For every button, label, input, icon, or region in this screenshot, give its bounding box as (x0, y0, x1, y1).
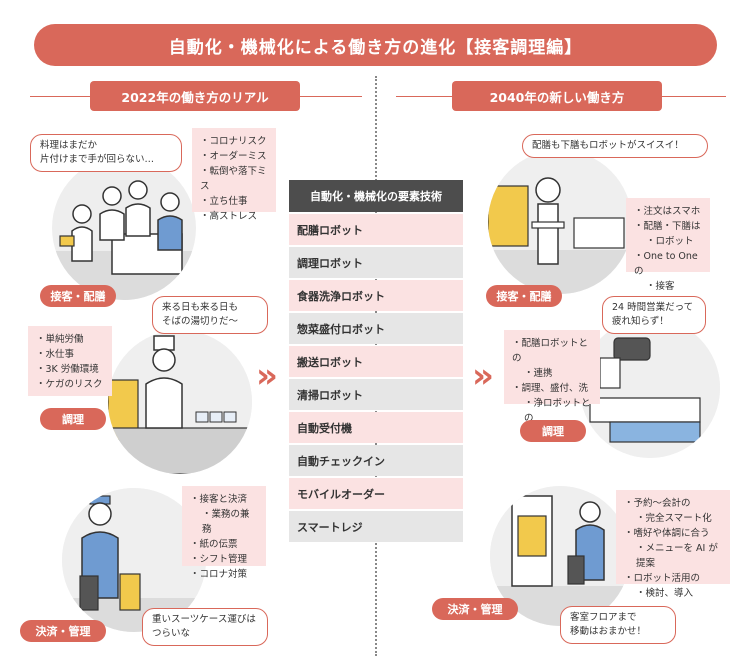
tech-list-header: 自動化・機械化の要素技術 (289, 180, 463, 212)
left-cooking-illustration (108, 330, 252, 474)
left-cooking-bubble: 来る日も来る日も そばの湯切りだ〜 (152, 296, 268, 334)
note-item: コロナリスク (200, 134, 268, 149)
note-item: メニューを AI が提案 (624, 541, 722, 571)
left-service-notes: コロナリスク オーダーミス 転倒や落下ミス 立ち仕事 高ストレス (192, 128, 276, 222)
note-item: 予約〜会計の (624, 496, 722, 511)
bubble-line: そばの湯切りだ〜 (162, 316, 239, 327)
note-item: 業務の兼務 (190, 507, 258, 537)
right-cooking-notes: 配膳ロボットとの 連携 調理、盛付、洗 浄ロボットとの 協働 (504, 330, 600, 439)
right-service-illustration (488, 150, 632, 294)
note-item: 3K 労働環境 (36, 362, 104, 377)
bubble-line: 料理はまだか (40, 140, 98, 151)
chevron-right-icon: » (256, 356, 278, 396)
left-payment-bubble: 重いスーツケース運びは つらいな (142, 608, 268, 646)
bubble-line: 重いスーツケース運びは (152, 614, 256, 625)
tech-item: 自動チェックイン (289, 445, 463, 476)
serving-robot-icon (488, 150, 632, 294)
right-payment-bubble: 客室フロアまで 移動はおまかせ！ (560, 606, 676, 644)
right-service-notes: 注文はスマホ 配膳・下膳は ロボット One to One の 接客 (626, 198, 710, 292)
note-item: ロボット活用の (624, 571, 722, 586)
right-cooking-label: 調理 (520, 420, 586, 442)
left-service-illustration (52, 156, 196, 300)
bubble-line: 24 時間営業だって (612, 302, 694, 313)
busy-staff-icon (52, 180, 196, 300)
tech-item: 食器洗浄ロボット (289, 280, 463, 311)
right-payment-label: 決済・管理 (432, 598, 518, 620)
note-item: 調理、盛付、洗 (512, 381, 592, 396)
right-service-bubble: 配膳も下膳もロボットがスイスイ！ (522, 134, 708, 158)
bubble-line: 疲れ知らず！ (612, 316, 669, 327)
tech-item: 惣菜盛付ロボット (289, 313, 463, 344)
tech-item: スマートレジ (289, 511, 463, 542)
note-item: 嗜好や体調に合う (624, 526, 722, 541)
tech-item: 調理ロボット (289, 247, 463, 278)
tech-item-label: モバイルオーダー (297, 487, 385, 501)
note-item: 接客と決済 (190, 492, 258, 507)
dish-robot-icon (580, 318, 720, 458)
note-item: 検討、導入 (624, 586, 722, 601)
note-item: ロボット (634, 234, 702, 249)
note-item: 水仕事 (36, 347, 104, 362)
note-item: 転倒や落下ミス (200, 164, 268, 194)
note-item: 配膳ロボットとの (512, 336, 592, 366)
tech-item-label: 自動チェックイン (297, 454, 385, 468)
tech-list: 自動化・機械化の要素技術 配膳ロボット 調理ロボット 食器洗浄ロボット 惣菜盛付… (289, 180, 463, 542)
tech-item-label: 惣菜盛付ロボット (297, 322, 385, 336)
tech-item: モバイルオーダー (289, 478, 463, 509)
note-item: 単純労働 (36, 332, 104, 347)
right-cooking-illustration (580, 318, 720, 458)
note-item: 連携 (512, 366, 592, 381)
right-cooking-bubble: 24 時間営業だって 疲れ知らず！ (602, 296, 706, 334)
note-item: シフト管理 (190, 552, 258, 567)
tech-item-label: 自動受付機 (297, 421, 352, 435)
left-section-header: 2022年の働き方のリアル (90, 81, 300, 111)
right-service-label: 接客・配膳 (486, 285, 562, 307)
left-service-label: 接客・配膳 (40, 285, 116, 307)
tech-item-label: スマートレジ (297, 520, 363, 534)
right-section-header: 2040年の新しい働き方 (452, 81, 662, 111)
tech-item-label: 搬送ロボット (297, 355, 363, 369)
tech-item-label: 配膳ロボット (297, 223, 363, 237)
tech-item-label: 清掃ロボット (297, 388, 363, 402)
left-cooking-label: 調理 (40, 408, 106, 430)
right-payment-notes: 予約〜会計の 完全スマート化 嗜好や体調に合う メニューを AI が提案 ロボッ… (616, 490, 730, 599)
tech-item: 清掃ロボット (289, 379, 463, 410)
note-item: 紙の伝票 (190, 537, 258, 552)
note-item: ケガのリスク (36, 377, 104, 392)
left-payment-notes: 接客と決済 業務の兼務 紙の伝票 シフト管理 コロナ対策 (182, 486, 266, 580)
note-item: 接客 (634, 279, 702, 294)
left-payment-label: 決済・管理 (20, 620, 106, 642)
bubble-line: 移動はおまかせ！ (570, 626, 647, 637)
note-item: 完全スマート化 (624, 511, 722, 526)
page-title: 自動化・機械化による働き方の進化【接客調理編】 (34, 24, 717, 66)
tech-item: 搬送ロボット (289, 346, 463, 377)
note-item: 高ストレス (200, 209, 268, 224)
note-item: コロナ対策 (190, 567, 258, 582)
bubble-line: 客室フロアまで (570, 612, 637, 623)
note-item: 注文はスマホ (634, 204, 702, 219)
tech-item-label: 調理ロボット (297, 256, 363, 270)
left-cooking-notes: 単純労働 水仕事 3K 労働環境 ケガのリスク (28, 326, 112, 396)
note-item: 立ち仕事 (200, 194, 268, 209)
cook-boiling-icon (108, 330, 252, 474)
note-item: 配膳・下膳は (634, 219, 702, 234)
bubble-line: つらいな (152, 628, 191, 639)
tech-item: 配膳ロボット (289, 214, 463, 245)
tech-item-label: 食器洗浄ロボット (297, 289, 385, 303)
left-service-bubble: 料理はまだか 片付けまで手が回らない… (30, 134, 182, 172)
bubble-line: 配膳も下膳もロボットがスイスイ！ (532, 140, 684, 151)
note-item: One to One の (634, 249, 702, 279)
note-item: オーダーミス (200, 149, 268, 164)
bubble-line: 来る日も来る日も (162, 302, 239, 313)
chevron-right-icon: » (472, 356, 494, 396)
bubble-line: 片付けまで手が回らない… (40, 154, 155, 165)
tech-item: 自動受付機 (289, 412, 463, 443)
note-item: 浄ロボットとの (512, 396, 592, 426)
